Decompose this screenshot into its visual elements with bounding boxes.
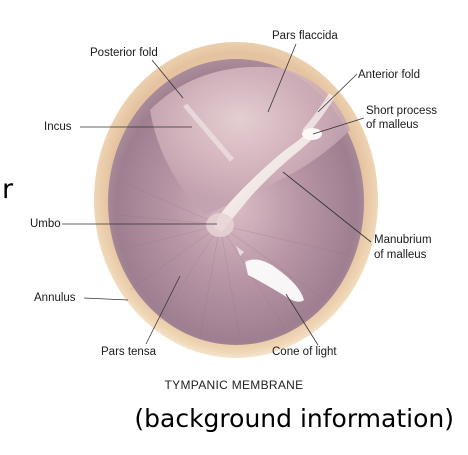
leader-pars-flaccida (267, 43, 297, 113)
leader-pars-tensa (145, 275, 181, 345)
leader-manubrium (282, 171, 372, 243)
label-manubrium-line2: of malleus (374, 249, 427, 261)
cone-of-light-reflex (245, 259, 304, 302)
leader-lines (62, 43, 372, 346)
diagram-caption: TYMPANIC MEMBRANE (164, 378, 304, 392)
label-posterior-fold: Posterior fold (90, 47, 158, 59)
label-umbo: Umbo (30, 218, 61, 230)
leader-posterior-fold (151, 59, 184, 99)
malleus-handle (214, 130, 318, 232)
leader-annulus (83, 297, 129, 301)
pars-flaccida-region (150, 66, 350, 216)
label-short-process-line2: of malleus (366, 119, 419, 131)
leader-cone-of-light (285, 293, 319, 346)
label-incus: Incus (44, 121, 72, 133)
label-short-process-line1: Short process (366, 105, 437, 117)
posterior-fold-line (183, 103, 234, 162)
label-pars-tensa: Pars tensa (101, 346, 156, 358)
label-pars-flaccida: Pars flaccida (272, 30, 338, 42)
short-process-knob (302, 128, 322, 140)
label-cone-of-light: Cone of light (272, 346, 337, 358)
leader-short-process (312, 117, 365, 135)
umbo-spot (206, 213, 234, 237)
label-anterior-fold: Anterior fold (358, 69, 421, 81)
cropped-edge-text: r (2, 174, 14, 205)
label-annulus: Annulus (34, 292, 76, 304)
subtitle-text: (background information) (134, 404, 454, 433)
leader-anterior-fold (317, 73, 358, 113)
label-manubrium-line1: Manubrium (374, 234, 432, 246)
